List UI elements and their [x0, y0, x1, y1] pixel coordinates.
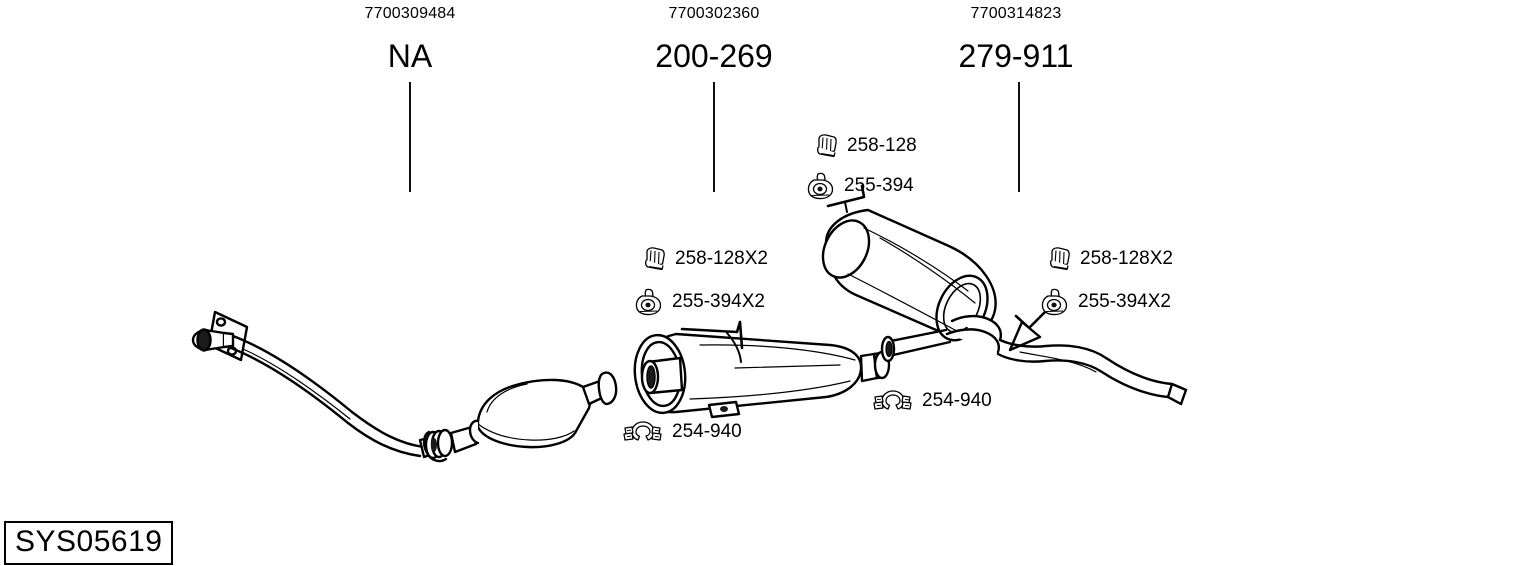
group-leader-line: [409, 82, 411, 192]
rear-silencer-part: [821, 184, 1047, 363]
tailpipe-part: [996, 338, 1188, 406]
part-callout-label: 254-940: [922, 390, 992, 411]
part-callout: 254-940: [622, 419, 742, 445]
rubber-mount-icon: [806, 172, 836, 200]
part-callout: 258-128X2: [643, 246, 768, 272]
rubber-mount-icon: [1040, 288, 1070, 316]
group-leader-line: [713, 82, 715, 192]
catalytic-converter-part: [422, 371, 618, 463]
rubber-mount-icon: [634, 288, 664, 316]
group-leader-line: [1018, 82, 1020, 192]
part-callout: 258-128X2: [1048, 246, 1173, 272]
part-callout: 258-128: [815, 133, 917, 159]
part-callout: 255-394: [806, 172, 914, 200]
group-code: 279-911: [958, 38, 1074, 74]
part-callout-label: 255-394X2: [672, 291, 765, 312]
part-callout: 255-394X2: [634, 288, 765, 316]
part-callout-label: 254-940: [672, 421, 742, 442]
part-callout-label: 258-128X2: [675, 248, 768, 269]
exhaust-hanger-icon: [643, 246, 667, 272]
part-callout: 255-394X2: [1040, 288, 1171, 316]
exhaust-clamp-icon: [622, 419, 664, 445]
part-callout-label: 258-128X2: [1080, 248, 1173, 269]
group-part-number: 7700302360: [668, 5, 760, 22]
part-callout-label: 255-394: [844, 175, 914, 196]
group-part-number: 7700309484: [364, 5, 456, 22]
system-code-text: SYS05619: [15, 525, 163, 558]
group-code: NA: [387, 38, 433, 74]
part-callout-label: 258-128: [847, 135, 917, 156]
system-code-box: SYS05619: [4, 521, 174, 565]
center-silencer-part: [633, 320, 891, 419]
exhaust-hanger-icon: [815, 133, 839, 159]
part-callout-label: 255-394X2: [1078, 291, 1171, 312]
exhaust-clamp-icon: [872, 388, 914, 414]
part-callout: 254-940: [872, 388, 992, 414]
group-code: 200-269: [655, 38, 773, 74]
exhaust-hanger-icon: [1048, 246, 1072, 272]
front-pipe-part: [191, 310, 440, 459]
group-part-number: 7700314823: [970, 5, 1062, 22]
